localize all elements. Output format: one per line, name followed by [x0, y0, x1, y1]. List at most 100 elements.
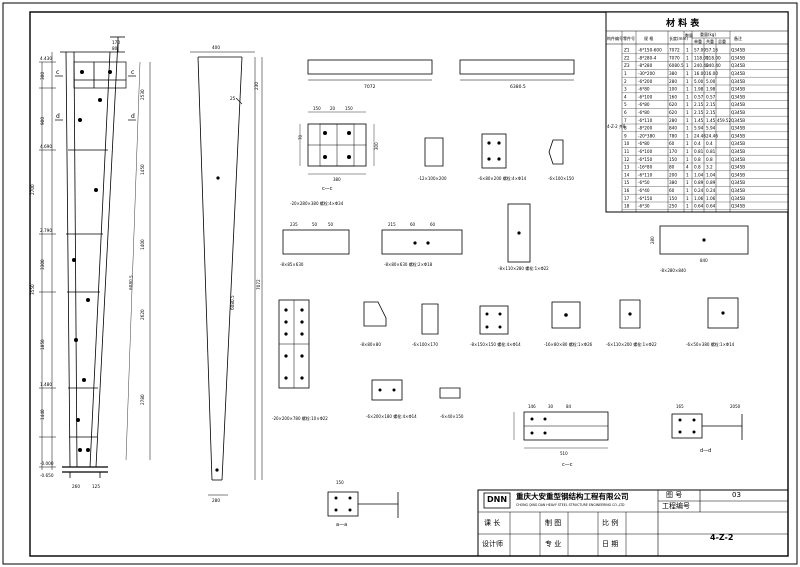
material-table-cell: 16.00: [694, 71, 706, 76]
long-plate-hole-2: [215, 468, 219, 472]
material-table-cell: 380: [669, 71, 677, 76]
material-table-cell: 1: [686, 133, 689, 138]
material-table-cell: 18: [624, 204, 630, 209]
drawing-no-label: 图 号: [666, 491, 683, 499]
mt-h-note: 备注: [734, 35, 742, 41]
material-table-cell: 0.24: [706, 188, 716, 193]
material-table-cell: -6*80: [638, 141, 650, 146]
material-table-cell: 4: [686, 165, 689, 170]
material-table-cell: 24.46: [706, 133, 718, 138]
material-table-cell: 1.45: [706, 118, 716, 123]
company-name-en: CHONG QING DAN HEAVY STEEL STRUCTURE ENG…: [516, 503, 625, 507]
material-table-cell: 0.89: [694, 180, 704, 185]
material-table-cell: 1: [686, 126, 689, 131]
material-table-cell: 1: [686, 172, 689, 177]
material-table-title: 材 料 表: [665, 17, 700, 29]
material-table-cell: 6080.5: [669, 63, 684, 68]
base-plate-bolts: [323, 131, 351, 159]
plate-p16-note: -6×200×180 螺栓:4×Φ14: [366, 413, 417, 419]
web-dim: 6080.5: [128, 275, 134, 290]
material-table-cell: 170: [669, 149, 677, 154]
material-table-cell: -16*80: [638, 165, 653, 170]
material-table-cell: 2.15: [706, 102, 716, 107]
material-table-cell: 6: [624, 110, 627, 115]
long-plate-labels: 400 230 25 7072 6080.5 280: [212, 45, 261, 503]
title-block: [477, 489, 789, 557]
right-dim-3: 1400: [140, 239, 145, 250]
mt-h-weight: 重量(kg): [700, 31, 716, 37]
svg-text:150: 150: [313, 106, 321, 111]
material-table-cell: 5: [624, 102, 627, 107]
plate-p6-note: -8×80×630 螺栓:2×Φ18: [384, 261, 433, 267]
plate-row-1-bolts: [487, 141, 501, 161]
material-table-cell: Q345B: [731, 133, 745, 138]
long-plate-right-dim: 6080.5: [230, 295, 235, 310]
material-table-cell: 1: [624, 71, 627, 76]
material-table-cell: Q345B: [731, 172, 745, 177]
material-table-cell: 0.24: [694, 188, 704, 193]
material-table-cell: 3.2: [706, 165, 713, 170]
material-table-header: 构件编号 零件号 规 格 长度(mm) 数量 重量(kg) 单重 共重 总重 备…: [607, 31, 742, 44]
material-table-cell: 780: [669, 133, 677, 138]
plate-p4-note: -6×100×150: [548, 176, 574, 181]
material-table-cell: Q345B: [731, 196, 745, 201]
material-table-cell: 840: [669, 126, 677, 131]
material-table-cell: 5.94: [706, 126, 716, 131]
material-table-cell: 1: [686, 141, 689, 146]
long-plate-small-dim-1: 230: [254, 82, 259, 90]
base-plate-dims: 150 20 150 70 300 380: [298, 106, 379, 182]
svg-text:510: 510: [560, 451, 568, 456]
material-table-cell: 57.16: [706, 48, 718, 53]
material-table-cell: 1: [686, 102, 689, 107]
material-table-cell: Z2: [624, 55, 630, 60]
long-plate-length: 7072: [256, 279, 261, 290]
material-table-cell: Q345B: [731, 79, 745, 84]
mt-h-qty: 数量: [685, 32, 693, 38]
designer-label: 设计师: [482, 540, 503, 548]
svg-text:380: 380: [333, 177, 341, 182]
material-table-cell: 11: [624, 149, 630, 154]
material-table-cell: 280: [669, 79, 677, 84]
material-table-cell: 57.09: [694, 48, 706, 53]
material-table-cell: Z3: [624, 63, 630, 68]
material-table-cell: Q345B: [731, 180, 745, 185]
material-table-cell: Q345B: [731, 110, 745, 115]
material-table-cell: 1: [686, 180, 689, 185]
svg-text:280: 280: [650, 236, 655, 244]
company-name: 重庆大安重型钢结构工程有限公司: [516, 492, 629, 501]
long-plate-bottom-dim: 280: [212, 498, 220, 503]
marker-c-right: c: [131, 69, 134, 76]
section-ee: [513, 411, 609, 449]
section-ee-label: c—c: [562, 462, 573, 468]
section-aa-bolts: [334, 496, 352, 512]
long-plate-top-dim: 400: [212, 45, 220, 50]
section-aa-dim: 150: [336, 480, 344, 485]
svg-text:30: 30: [548, 404, 554, 409]
plate-p7-note: -8×110×280 螺栓:1×Φ22: [498, 265, 549, 271]
material-table-cell: 150: [669, 196, 677, 201]
material-table-cell: 10: [624, 141, 630, 146]
material-table-cell: Q345B: [731, 71, 745, 76]
material-table-cell: 2: [624, 79, 627, 84]
level-1: 4.430: [40, 56, 52, 61]
material-table-cell: 200: [669, 172, 677, 177]
material-table-cell: 1.06: [694, 196, 704, 201]
plate-p8-note: -8×280×840: [660, 268, 686, 273]
material-table-cell: 0.8: [706, 157, 713, 162]
mt-member-id: 4-Z-2 共8: [607, 123, 626, 129]
svg-text:300: 300: [374, 142, 379, 150]
top-bar-2-dim: 6380.5: [510, 84, 526, 90]
drawing-no: 03: [732, 491, 741, 499]
material-table-cell: 1: [686, 63, 689, 68]
right-dim-2: 1450: [140, 164, 145, 175]
top-bars: [307, 59, 575, 81]
